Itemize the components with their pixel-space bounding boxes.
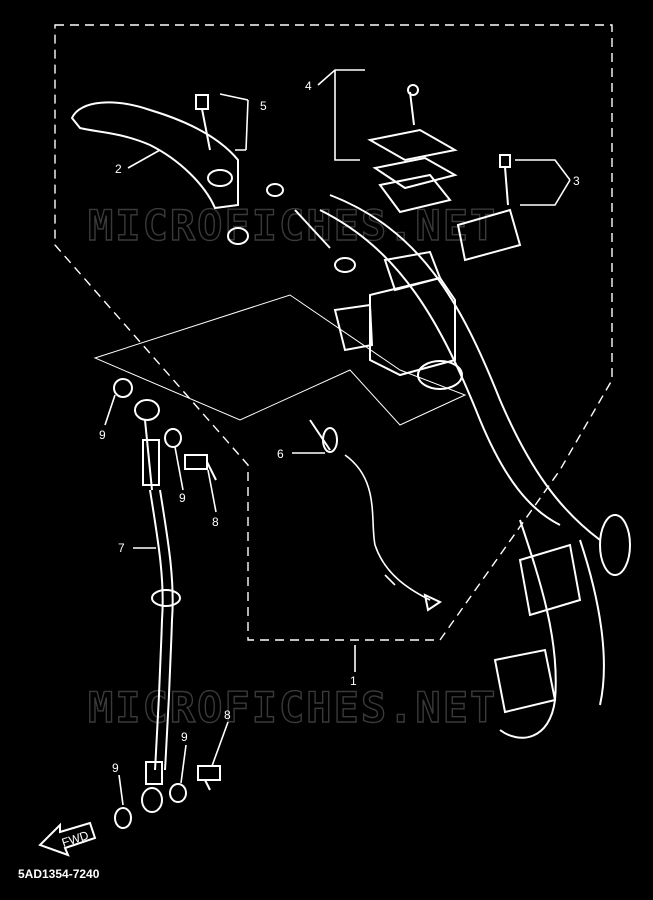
watermark-top: MICROFICHES.NET xyxy=(88,201,497,250)
leader-lines xyxy=(104,69,571,806)
callout-6: 6 xyxy=(277,447,284,461)
handlebar xyxy=(319,194,631,739)
master-cylinder-body xyxy=(333,250,463,390)
assembly-outline xyxy=(54,24,613,641)
gasket-d-shape xyxy=(114,807,132,829)
callout-1: 1 xyxy=(350,674,357,688)
fwd-arrow: FWD xyxy=(38,821,97,857)
piston-kit xyxy=(266,183,356,273)
union-bolt-upper-shape xyxy=(184,454,217,481)
callout-4: 4 xyxy=(305,79,312,93)
brake-lever xyxy=(70,101,239,210)
callout-3: 3 xyxy=(573,174,580,188)
callout-7: 7 xyxy=(118,541,125,555)
union-bolt-lower-shape xyxy=(197,765,221,791)
callout-8-upper: 8 xyxy=(212,515,219,529)
gasket-b-shape xyxy=(164,428,182,448)
diagram-code: 5AD1354-7240 xyxy=(18,867,100,881)
gasket-c-shape xyxy=(169,783,187,803)
lever-bolt xyxy=(195,94,249,245)
brake-switch xyxy=(309,419,443,612)
reservoir-cap xyxy=(367,84,458,214)
watermark-bottom: MICROFICHES.NET xyxy=(88,683,497,732)
callout-9-b: 9 xyxy=(179,491,186,505)
brake-hose xyxy=(134,399,181,813)
callout-9-d: 9 xyxy=(112,761,119,775)
callout-2: 2 xyxy=(115,162,122,176)
callout-9-c: 9 xyxy=(181,730,188,744)
callout-8-lower: 8 xyxy=(224,708,231,722)
master-cylinder-holder xyxy=(456,154,522,262)
callout-5: 5 xyxy=(260,99,267,113)
callout-9-a: 9 xyxy=(99,428,106,442)
gasket-a-shape xyxy=(113,378,133,398)
switch-group-outline xyxy=(93,294,467,426)
